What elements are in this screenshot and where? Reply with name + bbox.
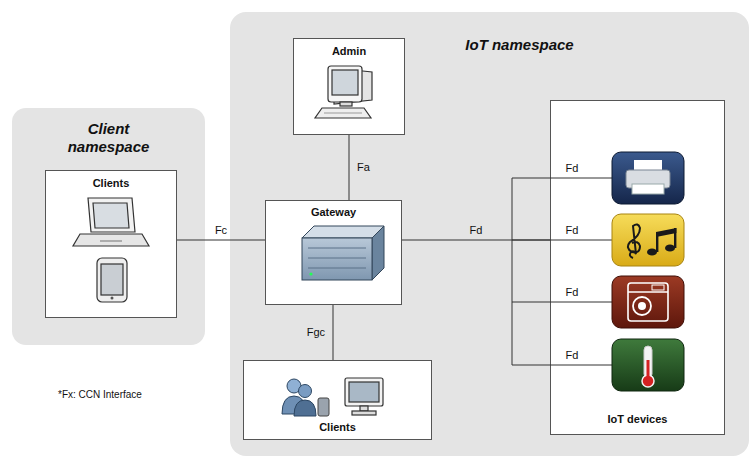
- ccn-link: [402, 240, 550, 241]
- interface-label: Fd: [566, 349, 579, 362]
- edge-label-holder: Fa: [357, 161, 370, 174]
- interface-label: Fa: [357, 161, 370, 174]
- printer-icon: [612, 152, 684, 204]
- label-holder: Fd: [566, 349, 579, 362]
- interface-label: Fd: [566, 224, 579, 237]
- box-title: Gateway: [311, 206, 356, 219]
- users-icon: [282, 379, 329, 416]
- tablet-icon: [97, 258, 127, 302]
- ccn-link: [349, 135, 350, 200]
- desktop-icon: [345, 378, 383, 415]
- label-holder: Fd: [566, 224, 579, 237]
- edge-label-holder: Fc: [215, 224, 227, 237]
- ccn-link: [333, 305, 334, 360]
- appliance-icon: [612, 276, 684, 328]
- box-title: Clients: [93, 177, 130, 190]
- laptop-icon: [73, 198, 149, 246]
- region-title: Client namespace: [53, 120, 165, 156]
- computer-icon: [315, 66, 372, 118]
- region-title: IoT namespace: [465, 36, 573, 54]
- edge-label-holder: Fgc: [307, 326, 325, 339]
- interface-label: Fd: [566, 286, 579, 299]
- label-holder: Fd: [566, 162, 579, 175]
- interface-label: Fc: [215, 224, 227, 237]
- interface-label: Fgc: [307, 326, 325, 339]
- client-box: Clients: [243, 360, 432, 440]
- box-title: IoT devices: [608, 413, 668, 426]
- interface-label: Fd: [470, 224, 483, 237]
- label-holder: *Fx: CCN Interface: [58, 389, 142, 401]
- footnote: *Fx: CCN Interface: [58, 389, 142, 401]
- label-holder: Fd: [566, 286, 579, 299]
- thermometer-icon: [612, 339, 684, 391]
- music-icon: [612, 214, 684, 266]
- edge-label-holder: Fd: [470, 224, 483, 237]
- bus-wire: [512, 178, 612, 365]
- interface-label: Fd: [566, 162, 579, 175]
- box-title: Admin: [332, 45, 366, 58]
- box-title: Clients: [319, 421, 356, 434]
- server-icon: [302, 226, 384, 280]
- ccn-link: [177, 240, 265, 241]
